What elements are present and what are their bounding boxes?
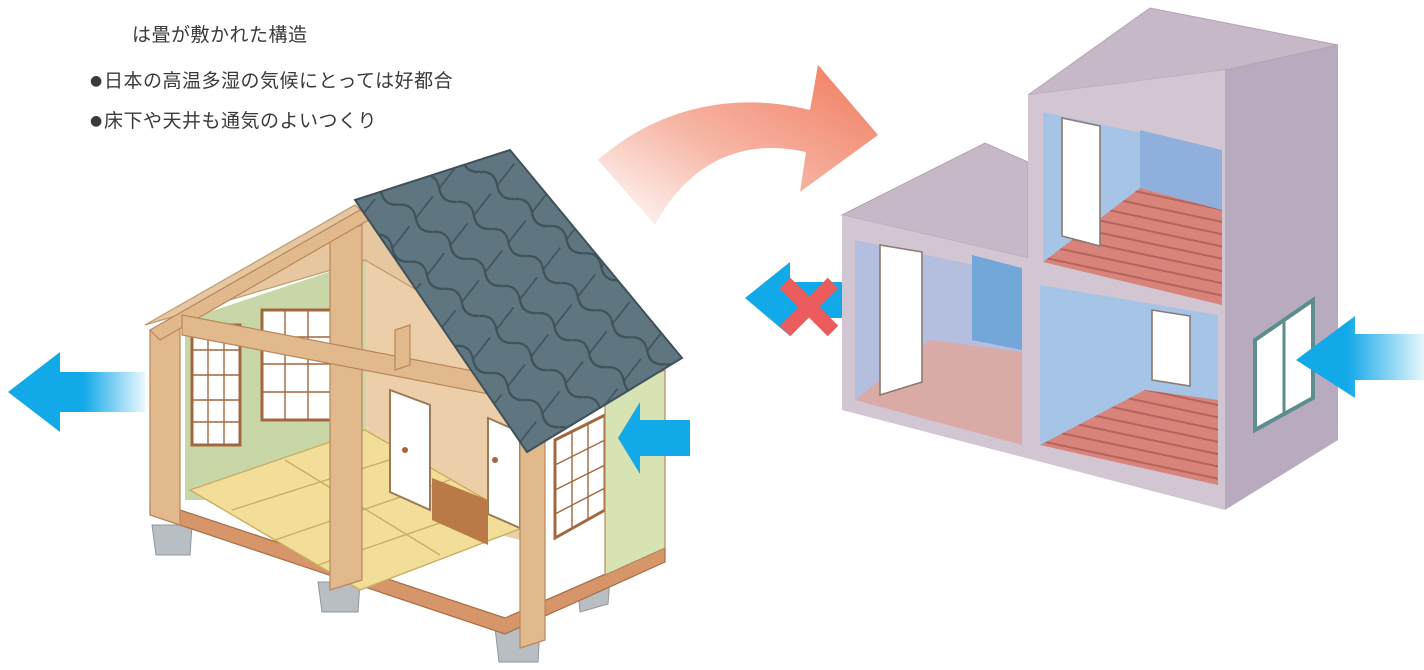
blocked-cross-mark <box>779 277 839 337</box>
lower-left-door <box>879 244 923 397</box>
modern-house <box>840 7 1339 510</box>
lower-right-door <box>1151 309 1191 387</box>
airflow-in-arrow-modern-house <box>1296 316 1424 398</box>
note-bullet-2-text: 床下や天井も通気のよいつくり <box>104 110 378 132</box>
notes-block: は畳が敷かれた構造 ●日本の高温多湿の気候にとっては好都合 ●床下や天井も通気の… <box>0 0 620 140</box>
note-continuation: は畳が敷かれた構造 <box>132 24 308 46</box>
modern-lower-right-room <box>1040 285 1218 485</box>
note-bullet-2: ●床下や天井も通気のよいつくり <box>90 106 377 133</box>
right-wall <box>604 369 666 576</box>
transition-arrow <box>598 65 878 225</box>
roof-tiles <box>353 148 684 454</box>
note-bullet-1-text: 日本の高温多湿の気候にとっては好都合 <box>104 70 454 92</box>
wood-floor-corridor <box>432 478 488 545</box>
modern-side-face <box>1225 45 1338 510</box>
shoji-screen-back <box>260 308 334 422</box>
upper-door <box>1061 117 1101 248</box>
fusuma-doors <box>389 388 521 545</box>
shoji-screen-right <box>553 412 607 541</box>
modern-lower-left-room <box>855 240 1022 445</box>
traditional-house <box>144 148 684 663</box>
bullet-dot: ● <box>90 73 103 89</box>
airflow-in-arrow-left-house <box>618 402 690 474</box>
shoji-screen-left <box>190 323 242 447</box>
modern-window <box>1253 296 1315 434</box>
modern-upper-room <box>1043 112 1222 305</box>
bullet-dot: ● <box>90 113 103 129</box>
note-bullet-1: ●日本の高温多湿の気候にとっては好都合 <box>90 66 453 93</box>
airflow-out-arrow-left <box>8 352 145 432</box>
